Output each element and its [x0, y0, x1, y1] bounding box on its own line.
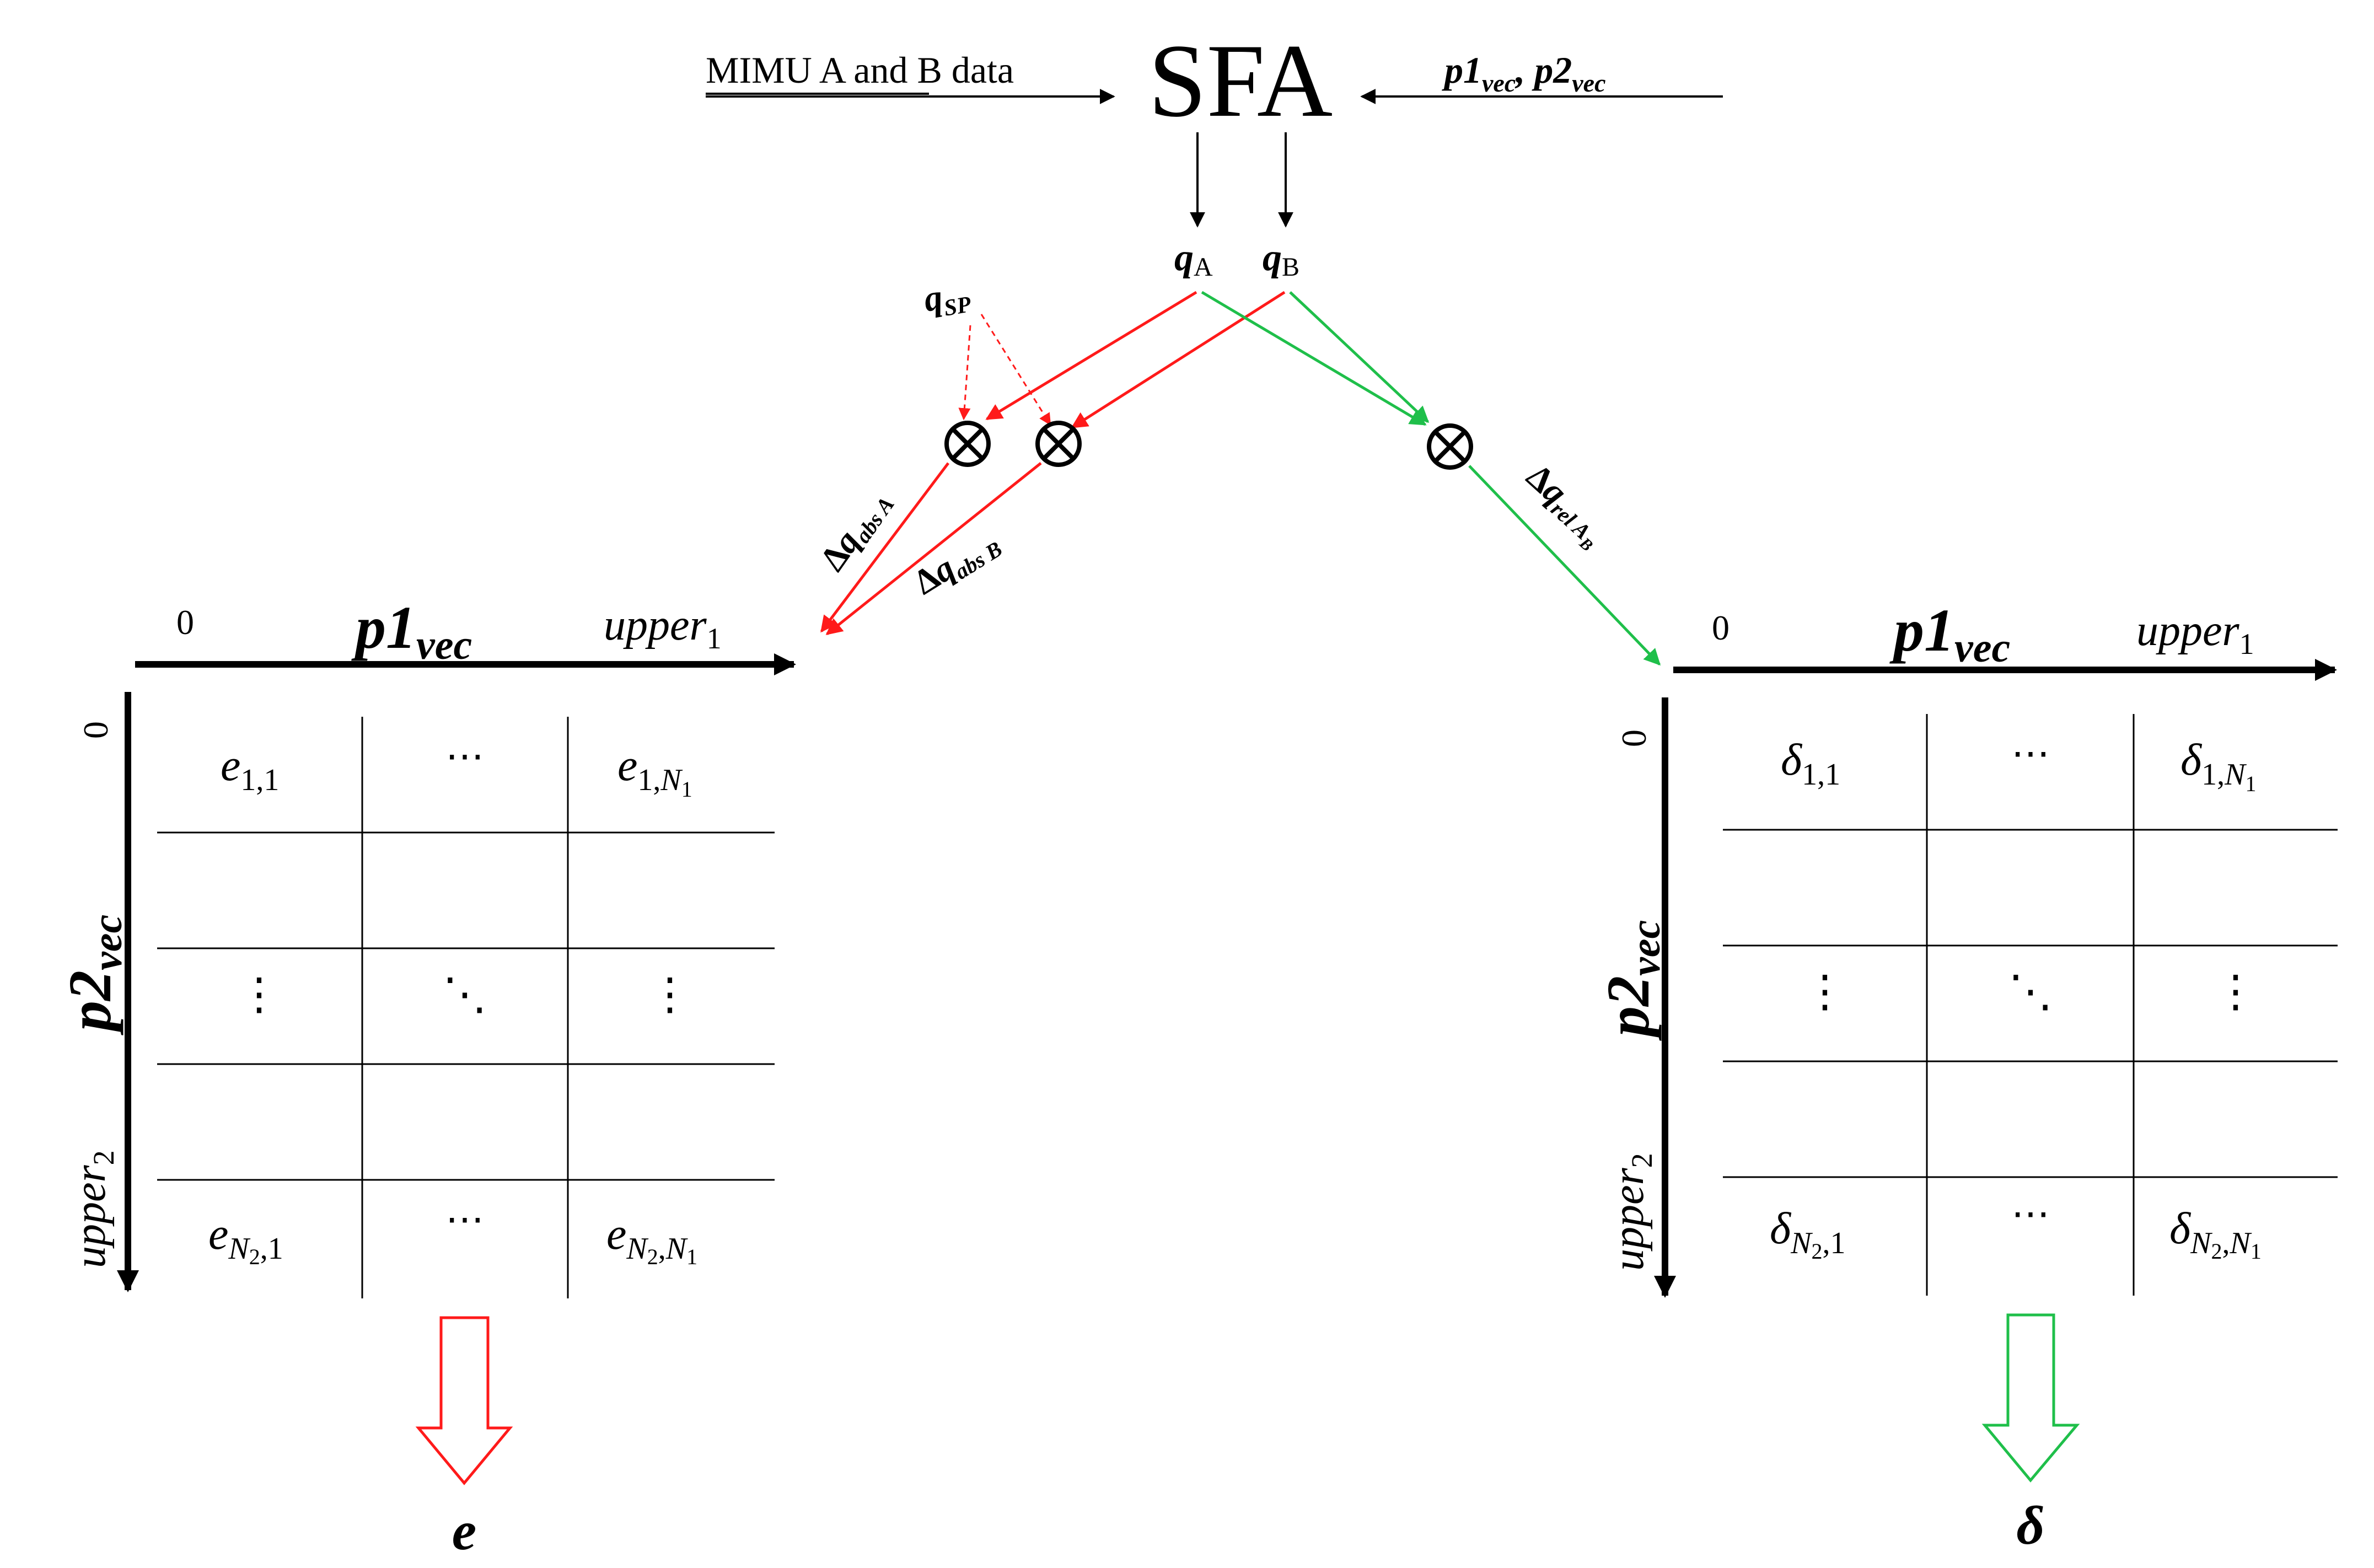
left-p1-axis-label: p1vec	[351, 594, 472, 668]
left-cell-5-2: ⋯	[445, 1199, 484, 1241]
right-upper1-label: upper1	[2136, 606, 2254, 661]
qb-to-otimes-b	[1071, 291, 1286, 429]
left-output-label: e	[452, 1500, 476, 1561]
right-p1-axis-label: p1vec	[1889, 597, 2010, 671]
right-cell-5-1: δN2,1	[1770, 1203, 1845, 1264]
right-cell-5-2: ⋯	[2011, 1193, 2050, 1236]
left-p2-zero: 0	[76, 721, 115, 739]
left-cell-3-3: ⋮	[648, 970, 692, 1019]
dq-abs-a-label: Δqabs A	[812, 482, 899, 580]
right-cell-5-3: δN2,N1	[2169, 1203, 2262, 1264]
right-input-p2-sub: vec	[1572, 69, 1605, 97]
left-matrix-block: 0 p1vec upper1 0 p2vec upper2 e1,1 ⋯	[56, 594, 796, 1561]
dq-abs-b-label: Δqabs B	[907, 521, 1007, 605]
right-output-arrow	[1981, 1313, 2080, 1483]
otimes-abs-a	[944, 421, 991, 467]
qsp-to-otimes-a	[958, 325, 971, 421]
left-cell-5-3: eN2,N1	[606, 1209, 697, 1269]
left-output-arrow	[415, 1316, 513, 1485]
qa-label: qA	[1174, 237, 1213, 282]
sfa-title: SFA	[1148, 23, 1333, 139]
left-cell-5-1: eN2,1	[208, 1209, 283, 1269]
right-p2-zero: 0	[1614, 729, 1653, 747]
qb-label: qB	[1263, 237, 1299, 282]
right-cell-3-1: ⋮	[1803, 968, 1847, 1016]
left-matrix-grid	[157, 717, 775, 1298]
left-p2-axis-label: p2vec	[56, 915, 131, 1035]
right-matrix-grid	[1723, 714, 2338, 1296]
right-p1-zero: 0	[1712, 608, 1730, 647]
left-cell-3-2: ⋱	[443, 970, 487, 1019]
left-input-label: MIMU A and B data	[706, 49, 1014, 91]
left-cell-1-3: e1,N1	[617, 740, 692, 802]
right-output-label: δ	[2016, 1495, 2044, 1556]
otimes-b-to-left-matrix	[825, 462, 1042, 635]
right-upper2-label: upper2	[1604, 1153, 1658, 1271]
otimes-rel-to-right-matrix	[1468, 465, 1661, 666]
left-cell-1-2: ⋯	[445, 735, 484, 778]
right-input-sep: ,	[1514, 49, 1534, 91]
right-cell-3-2: ⋱	[2008, 968, 2053, 1016]
otimes-abs-b	[1035, 421, 1082, 467]
qb-to-otimes-rel	[1289, 291, 1430, 423]
right-cell-3-3: ⋮	[2214, 968, 2258, 1016]
right-input-p1: p1	[1442, 49, 1482, 91]
right-input-label: p1vec, p2vec	[1442, 49, 1606, 97]
qsp-label: qSP	[921, 272, 973, 325]
right-input-p2: p2	[1532, 49, 1572, 91]
right-matrix-block: 0 p1vec upper1 0 p2vec upper2 δ1,1 ⋯	[1594, 597, 2338, 1556]
otimes-a-to-left-matrix	[820, 462, 949, 633]
left-upper1-label: upper1	[604, 601, 722, 655]
right-cell-1-3: δ1,N1	[2180, 734, 2256, 796]
left-upper2-label: upper2	[66, 1150, 120, 1268]
right-cell-1-2: ⋯	[2011, 733, 2050, 775]
left-p1-zero: 0	[176, 603, 194, 642]
dq-rel-ab-label: Δqrel AB	[1514, 457, 1616, 555]
right-p2-axis-label: p2vec	[1594, 920, 1669, 1041]
qsp-to-otimes-b	[980, 314, 1051, 426]
left-cell-1-1: e1,1	[221, 740, 279, 797]
right-input-p1-sub: vec	[1482, 69, 1516, 97]
right-cell-1-1: δ1,1	[1781, 734, 1840, 792]
left-cell-3-1: ⋮	[237, 970, 281, 1019]
qa-to-otimes-rel	[1201, 291, 1427, 426]
otimes-rel	[1427, 423, 1473, 470]
qa-to-otimes-a	[985, 291, 1197, 421]
